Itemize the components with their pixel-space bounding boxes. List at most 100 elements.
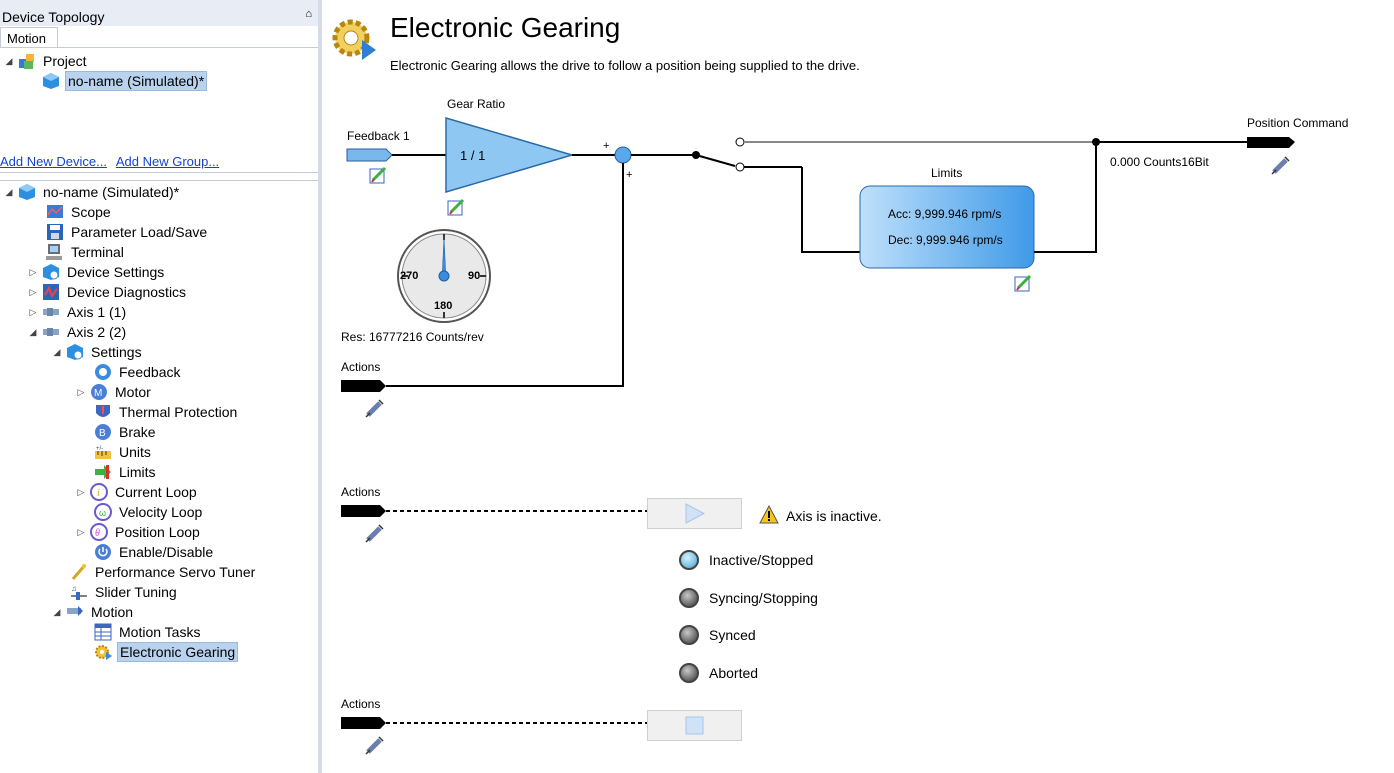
tree-item-device-diagnostics[interactable]: ▷ Device Diagnostics — [28, 282, 188, 302]
probe-actions-3-icon[interactable] — [365, 736, 384, 755]
summing-junction — [614, 146, 632, 164]
gear-ratio-block[interactable] — [445, 116, 575, 194]
tree-item-electronic-gearing[interactable]: Electronic Gearing — [80, 642, 239, 662]
pin-icon[interactable]: ⌂ — [305, 8, 312, 20]
brake-icon: B — [94, 423, 112, 441]
tree-item-brake[interactable]: B Brake — [80, 422, 158, 442]
tree-item-project[interactable]: ◢ Project — [4, 51, 89, 71]
tab-motion[interactable]: Motion — [0, 27, 58, 48]
tree-item-motion[interactable]: ◢ Motion — [52, 602, 135, 622]
tree-item-terminal[interactable]: Terminal — [32, 242, 126, 262]
dial-label-180: 180 — [434, 300, 453, 312]
settings-cube-icon — [66, 343, 84, 361]
units-icon: +/- — [94, 443, 112, 461]
tree-item-device-settings[interactable]: ▷ Device Settings — [28, 262, 166, 282]
collapse-arrow-icon[interactable]: ◢ — [5, 55, 13, 66]
scope-icon — [46, 203, 64, 221]
motion-icon — [66, 603, 84, 621]
collapse-arrow-icon[interactable]: ◢ — [53, 606, 61, 617]
stop-gearing-button[interactable] — [647, 710, 742, 741]
tree-item-current-loop[interactable]: ▷ i Current Loop — [76, 482, 199, 502]
tree-item-label: Units — [119, 444, 151, 460]
tree-item-device[interactable]: no-name (Simulated)* — [28, 71, 208, 91]
expand-arrow-icon[interactable]: ▷ — [77, 486, 85, 497]
actions-connector-3[interactable] — [341, 717, 386, 729]
tree-item-position-loop[interactable]: ▷ θ Position Loop — [76, 522, 202, 542]
tree-item-feedback[interactable]: Feedback — [80, 362, 182, 382]
actions-label-3: Actions — [341, 697, 381, 711]
collapse-arrow-icon[interactable]: ◢ — [53, 346, 61, 357]
tree-item-motor[interactable]: ▷ M Motor — [76, 382, 153, 402]
play-icon — [685, 503, 706, 524]
add-new-device-link[interactable]: Add New Device... — [0, 154, 107, 169]
resolution-dial — [397, 229, 491, 323]
svg-text:B: B — [99, 428, 106, 439]
tree-item-label: Device Diagnostics — [67, 284, 187, 300]
tree-item-settings[interactable]: ◢ Settings — [52, 342, 144, 362]
settings-cube-icon — [42, 263, 60, 281]
tree-item-motion-tasks[interactable]: Motion Tasks — [80, 622, 202, 642]
start-gearing-button[interactable] — [647, 498, 742, 529]
current-loop-icon: i — [90, 483, 108, 501]
position-command-connector[interactable] — [1247, 137, 1295, 148]
tree-item-label: Position Loop — [115, 524, 200, 540]
switch-contact-bottom — [735, 162, 745, 172]
tree-item-units[interactable]: +/- Units — [80, 442, 153, 462]
project-icon — [18, 52, 36, 70]
tree-item-label: Scope — [71, 204, 111, 220]
edit-feedback-icon[interactable] — [369, 166, 387, 184]
expand-arrow-icon[interactable]: ▷ — [29, 306, 37, 317]
status-led-active — [679, 550, 699, 570]
expand-arrow-icon[interactable]: ▷ — [77, 526, 85, 537]
diagnostics-icon — [42, 283, 60, 301]
tree-item-enable-disable[interactable]: Enable/Disable — [80, 542, 215, 562]
divider — [0, 172, 318, 173]
panel-splitter[interactable] — [318, 0, 322, 773]
actions-connector-2[interactable] — [341, 505, 386, 517]
tree-item-label: Terminal — [71, 244, 124, 260]
tree-item-axis-2[interactable]: ◢ Axis 2 (2) — [28, 322, 128, 342]
tree-item-parameter-load-save[interactable]: Parameter Load/Save — [32, 222, 209, 242]
probe-actions-2-icon[interactable] — [365, 524, 384, 543]
tree-item-root[interactable]: ◢ no-name (Simulated)* — [4, 182, 181, 202]
tuner-icon — [70, 563, 88, 581]
tree-item-label: Device Settings — [67, 264, 165, 280]
status-syncing-stopping: Syncing/Stopping — [679, 588, 818, 608]
gear-ratio-value: 1 / 1 — [460, 148, 486, 163]
edit-gear-ratio-icon[interactable] — [447, 198, 465, 216]
status-aborted: Aborted — [679, 663, 758, 683]
probe-position-command-icon[interactable] — [1271, 156, 1290, 175]
status-synced: Synced — [679, 625, 756, 645]
expand-arrow-icon[interactable]: ▷ — [29, 286, 37, 297]
tree-item-scope[interactable]: Scope — [32, 202, 113, 222]
actions-connector-1[interactable] — [341, 380, 386, 392]
terminal-icon — [46, 243, 64, 261]
limits-acc: Acc: 9,999.946 rpm/s — [888, 207, 1002, 221]
gear-ratio-label: Gear Ratio — [447, 97, 506, 111]
table-icon — [94, 623, 112, 641]
tree-item-thermal-protection[interactable]: Thermal Protection — [80, 402, 239, 422]
gear-icon — [94, 643, 112, 661]
tree-item-label: Feedback — [119, 364, 181, 380]
expand-arrow-icon[interactable]: ▷ — [77, 386, 85, 397]
probe-actions-1-icon[interactable] — [365, 399, 384, 418]
collapse-arrow-icon[interactable]: ◢ — [5, 186, 13, 197]
feedback-label: Feedback 1 — [347, 129, 410, 143]
svg-text:M: M — [94, 388, 102, 399]
summing-plus-top: + — [603, 140, 610, 152]
collapse-arrow-icon[interactable]: ◢ — [29, 326, 37, 337]
tree-item-label: Settings — [91, 344, 142, 360]
tree-item-label: Enable/Disable — [119, 544, 214, 560]
limits-block[interactable] — [859, 185, 1035, 269]
tree-item-limits[interactable]: Limits — [80, 462, 158, 482]
tree-item-velocity-loop[interactable]: ω Velocity Loop — [80, 502, 204, 522]
add-new-group-link[interactable]: Add New Group... — [115, 154, 220, 169]
feedback-input-connector[interactable] — [346, 148, 393, 162]
expand-arrow-icon[interactable]: ▷ — [29, 266, 37, 277]
tree-item-label: Performance Servo Tuner — [95, 564, 256, 580]
tree-item-slider-tuning[interactable]: ♫ Slider Tuning — [56, 582, 179, 602]
tree-item-axis-1[interactable]: ▷ Axis 1 (1) — [28, 302, 128, 322]
edit-limits-icon[interactable] — [1014, 274, 1032, 292]
power-icon — [94, 543, 112, 561]
tree-item-performance-servo-tuner[interactable]: Performance Servo Tuner — [56, 562, 257, 582]
